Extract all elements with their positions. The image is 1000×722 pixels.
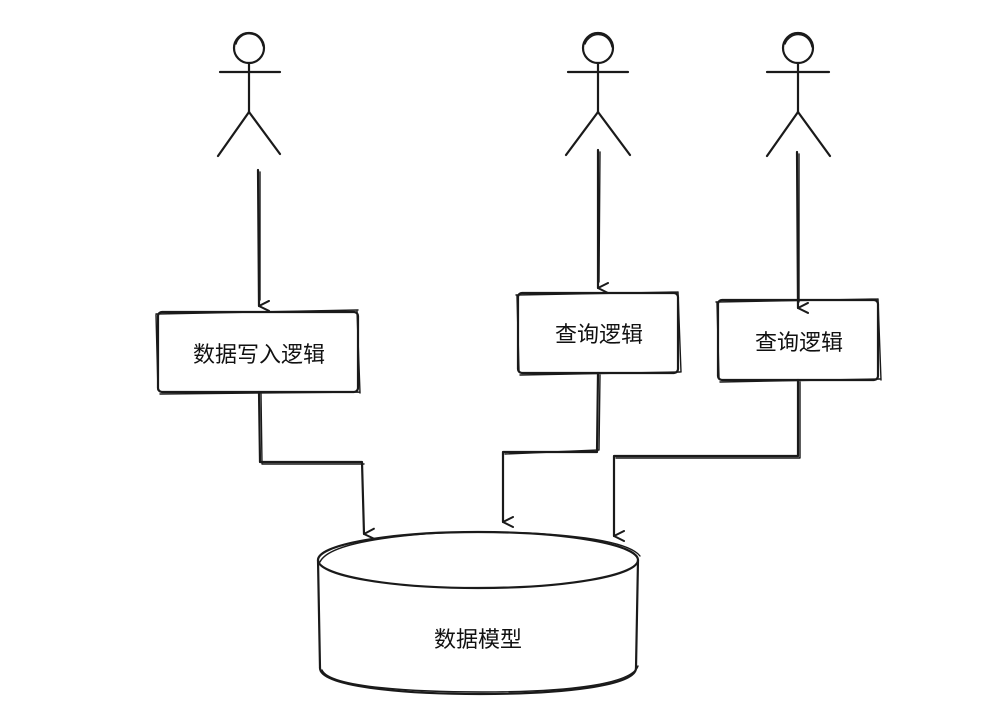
edge-actor-1-to-write-logic	[256, 168, 271, 312]
query-logic-1-label: 查询逻辑	[554, 323, 644, 348]
write-logic-label: 数据写入逻辑	[192, 343, 326, 368]
data-model-cylinder	[316, 530, 641, 696]
edge-actor-3-to-query-logic-2	[795, 150, 810, 314]
actor-1-icon	[216, 31, 282, 158]
edge-query-logic-1-to-data-model	[501, 371, 601, 528]
actor-3-icon	[765, 31, 832, 158]
actor-2-icon	[564, 31, 632, 157]
data-model-label: 数据模型	[433, 628, 523, 653]
edge-query-logic-2-to-data-model	[612, 378, 801, 542]
edge-write-logic-to-data-model	[257, 390, 376, 540]
edge-actor-2-to-query-logic-1	[596, 148, 609, 294]
query-logic-2-label: 查询逻辑	[754, 331, 844, 356]
